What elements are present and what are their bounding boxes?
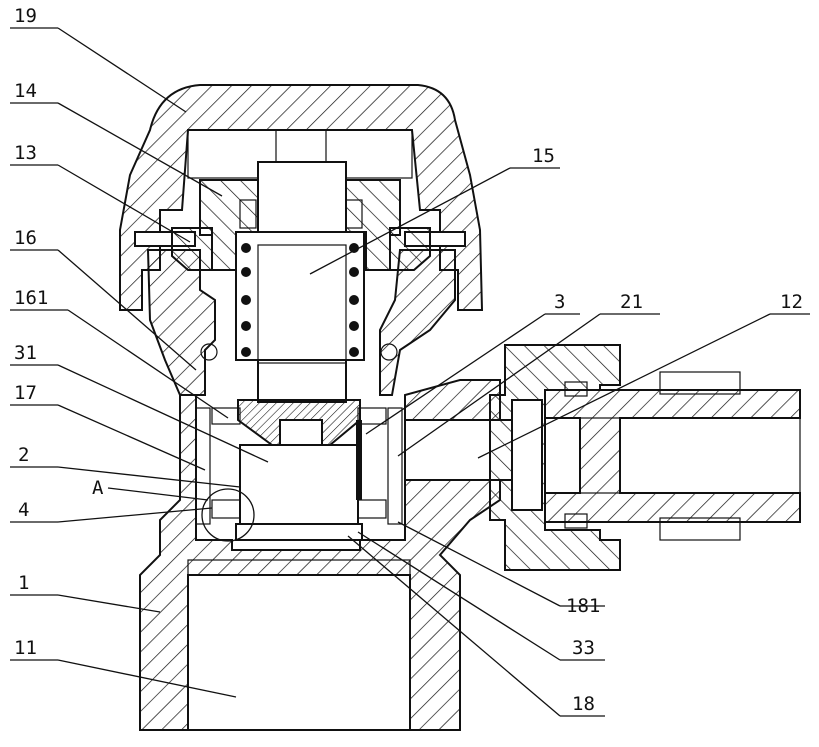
label-4: 4 [18,499,29,521]
clamp-bottom [564,513,588,529]
body-upper-right [379,249,456,396]
label-14: 14 [14,80,37,102]
stripe-31 [356,420,362,500]
label-181: 181 [566,595,600,617]
label-11: 11 [14,637,37,659]
body-upper-left [146,249,216,396]
sleeve-17-right [387,407,403,525]
label-2: 2 [18,444,29,466]
pipe-nut-top [659,371,741,395]
label-161: 161 [14,287,48,309]
coil-right-bottom [357,499,387,519]
label-12: 12 [780,291,803,313]
clamp-top [564,381,588,397]
label-18: 18 [572,693,595,715]
label-A: A [92,477,104,499]
label-31: 31 [14,342,37,364]
base-ring-18 [235,523,363,541]
spring-housing [235,231,365,361]
spring-15-right [349,243,359,357]
coil-left-bottom [211,499,241,519]
coil-left-top [211,407,241,425]
union-insert [511,399,543,511]
label-33: 33 [572,637,595,659]
seal-ring-right [345,199,363,229]
oring-right [380,343,398,361]
label-15: 15 [532,145,555,167]
port-11-top [187,559,411,576]
pipe-bore [579,417,801,494]
label-1: 1 [18,572,29,594]
label-13: 13 [14,142,37,164]
seal-ring-left [239,199,257,229]
label-16: 16 [14,227,37,249]
label-21: 21 [620,291,643,313]
leaders [10,27,810,717]
coil-right-top [357,407,387,425]
label-3: 3 [554,291,565,313]
oring-161 [200,343,218,361]
spring-15-left [241,243,251,357]
spring-core [257,244,347,364]
port-11 [187,574,411,731]
label-17: 17 [14,382,37,404]
stem-cap [275,129,327,163]
pipe-nut-bottom [659,517,741,541]
label-19: 19 [14,5,37,27]
pipe-12 [544,389,801,523]
